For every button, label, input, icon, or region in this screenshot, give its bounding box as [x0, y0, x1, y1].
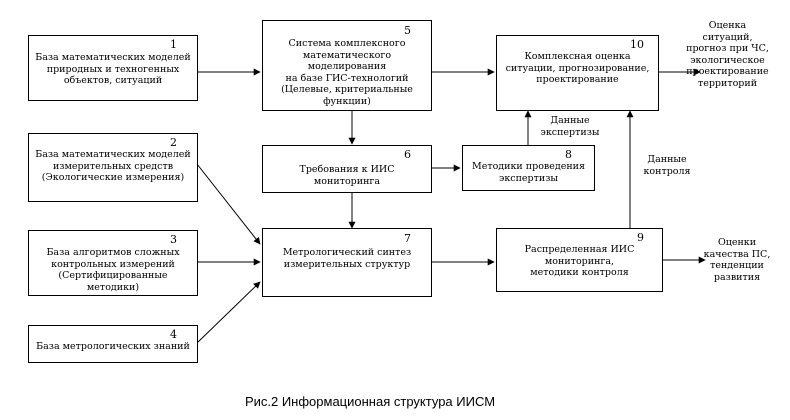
block-8: 8 Методики проведения экспертизы [462, 145, 595, 191]
block-9-label: Распределенная ИИС мониторинга, методики… [524, 244, 635, 278]
block-2-label: База математических моделей измерительны… [35, 149, 191, 183]
figure-caption: Рис.2 Информационная структура ИИСМ [244, 394, 496, 409]
block-10-number: 10 [630, 38, 644, 51]
block-4: 4 База метрологических знаний [28, 325, 198, 363]
block-7-number: 7 [404, 232, 411, 245]
arrow-2-to-7 [196, 163, 261, 245]
block-10-label: Комплексная оценка ситуации, прогнозиров… [505, 51, 650, 85]
block-5: 5 Система комплексного математического м… [262, 20, 432, 111]
arrow-4-to-7 [196, 281, 261, 344]
block-9-number: 9 [637, 231, 644, 244]
control-data-label: Данные контроля [643, 154, 691, 177]
block-3-number: 3 [170, 233, 177, 246]
block-8-label: Методики проведения экспертизы [471, 161, 586, 184]
block-1-label: База математических моделей природных и … [35, 52, 191, 86]
block-4-number: 4 [170, 328, 177, 341]
block-7: 7 Метрологический синтез измерительных с… [262, 228, 432, 297]
block-10: 10 Комплексная оценка ситуации, прогнози… [496, 35, 659, 111]
block-4-label: База метрологических знаний [36, 341, 190, 352]
block-7-label: Метрологический синтез измерительных стр… [282, 247, 412, 270]
block-5-label: Система комплексного математического мод… [281, 38, 413, 107]
expert-data-label: Данные экспертизы [540, 115, 600, 138]
block-6-number: 6 [404, 148, 411, 161]
block-2-number: 2 [170, 136, 177, 149]
output-top-label: Оценка ситуаций, прогноз при ЧС, экологи… [686, 20, 769, 89]
block-6: 6 Требования к ИИС мониторинга [262, 145, 432, 193]
block-6-label: Требования к ИИС мониторинга [299, 164, 395, 187]
block-1: 1 База математических моделей природных … [28, 35, 198, 101]
output-bottom-label: Оценки качества ПС, тенденции развития [703, 237, 771, 283]
block-9: 9 Распределенная ИИС мониторинга, методи… [496, 228, 663, 292]
block-3-label: База алгоритмов сложных контрольных изме… [46, 247, 180, 293]
block-5-number: 5 [404, 24, 411, 37]
block-2: 2 База математических моделей измеритель… [28, 133, 198, 202]
block-1-number: 1 [170, 38, 177, 51]
block-8-number: 8 [565, 148, 572, 161]
block-3: 3 База алгоритмов сложных контрольных из… [28, 230, 198, 296]
